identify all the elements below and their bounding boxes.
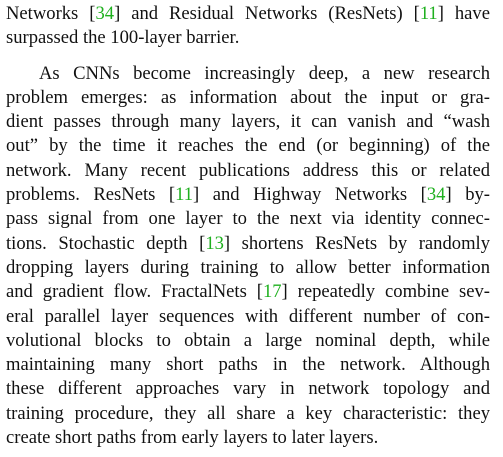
text-run: tions. Stochastic depth [ — [6, 232, 206, 254]
text-run: ] and Residual Networks (ResNets) [ — [114, 3, 420, 24]
text-run: these different approaches vary in netwo… — [6, 378, 490, 400]
citation-link[interactable]: 17 — [262, 281, 282, 303]
citation-link[interactable]: 13 — [205, 232, 224, 254]
text-run: Networks — [6, 3, 90, 24]
text-run: maintaining many short paths in the netw… — [6, 354, 490, 376]
text-line: surpassed the 100-layer barrier. — [6, 26, 490, 50]
text-run: [ — [89, 3, 96, 24]
text-run: volutional blocks to obtain a large nomi… — [6, 329, 490, 351]
text-run: training procedure, they all share a key… — [6, 402, 490, 424]
text-line: maintaining many short paths in the netw… — [6, 353, 490, 377]
text-line: problems. ResNets [11] and Highway Netwo… — [6, 183, 490, 207]
text-run: eral parallel layer sequences with diffe… — [6, 305, 490, 327]
text-run: and gradient flow. FractalNets [ — [6, 281, 263, 303]
text-line: pass signal from one layer to the next v… — [6, 207, 490, 231]
text-run: create short paths from early layers to … — [6, 427, 379, 449]
citation-link[interactable]: 34 — [426, 184, 446, 206]
text-line: create short paths from early layers to … — [6, 426, 490, 450]
text-run: dropping layers during training to allow… — [6, 256, 490, 278]
text-run: ] by- — [445, 184, 490, 206]
text-line: problem emerges: as information about th… — [6, 86, 490, 110]
text-run: network. Many recent publications addres… — [6, 159, 490, 181]
citation-link[interactable]: 11 — [175, 184, 194, 206]
paragraph: Networks [34] and Residual Networks (Res… — [6, 2, 490, 51]
text-run: ] have — [437, 3, 490, 24]
text-line: dropping layers during training to allow… — [6, 256, 490, 280]
text-line: volutional blocks to obtain a large nomi… — [6, 329, 490, 353]
paper-text-column: Networks [34] and Residual Networks (Res… — [6, 2, 490, 450]
text-line: these different approaches vary in netwo… — [6, 377, 490, 401]
text-run: problems. ResNets [ — [6, 184, 176, 206]
text-run: ] repeatedly combine sev- — [281, 281, 490, 303]
citation-link[interactable]: 11 — [419, 3, 438, 24]
text-line: tions. Stochastic depth [13] shortens Re… — [6, 232, 490, 256]
text-run: As CNNs become increasingly deep, a new … — [39, 62, 490, 84]
text-run: dient passes through many layers, it can… — [6, 111, 490, 133]
text-line: As CNNs become increasingly deep, a new … — [6, 62, 490, 86]
text-run: problem emerges: as information about th… — [6, 86, 490, 108]
text-line: eral parallel layer sequences with diffe… — [6, 305, 490, 329]
text-run: ] shortens ResNets by randomly — [223, 232, 490, 254]
text-line: dient passes through many layers, it can… — [6, 110, 490, 134]
text-line: Networks [34] and Residual Networks (Res… — [6, 2, 490, 26]
text-line: training procedure, they all share a key… — [6, 402, 490, 426]
citation-link[interactable]: 34 — [95, 3, 115, 24]
paragraph: As CNNs become increasingly deep, a new … — [6, 62, 490, 451]
text-run: out” by the time it reaches the end (or … — [6, 135, 490, 157]
text-line: out” by the time it reaches the end (or … — [6, 134, 490, 158]
text-run: pass signal from one layer to the next v… — [6, 208, 490, 230]
text-run: surpassed the 100-layer barrier. — [6, 27, 240, 49]
text-line: network. Many recent publications addres… — [6, 159, 490, 183]
paragraph-gap — [6, 51, 490, 62]
text-run: ] and Highway Networks [ — [193, 184, 427, 206]
text-line: and gradient flow. FractalNets [17] repe… — [6, 280, 490, 304]
